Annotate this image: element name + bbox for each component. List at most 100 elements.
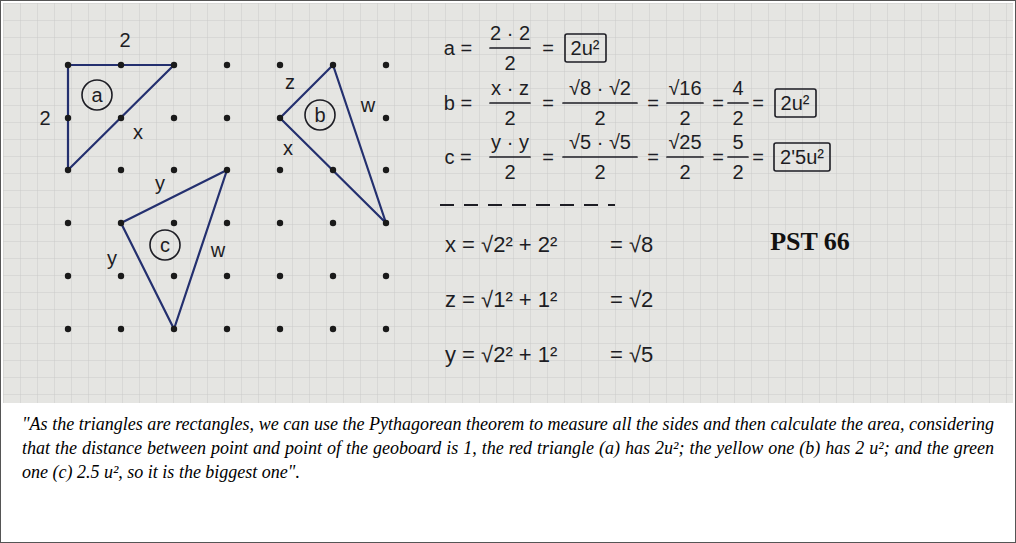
equation-term: a = <box>444 37 472 59</box>
equation-term: c = <box>444 146 471 168</box>
geoboard-dot <box>118 167 124 173</box>
geoboard-dot <box>65 115 71 121</box>
equation-term: 2 · 2 <box>490 22 530 44</box>
geoboard-dot <box>224 62 230 68</box>
equation-term: 2 <box>679 161 690 183</box>
boxed-result: 2'5u² <box>773 142 831 172</box>
geoboard-dot <box>330 167 336 173</box>
side-label: y <box>155 172 165 194</box>
geoboard-dot <box>277 220 283 226</box>
geoboard-dot <box>277 115 283 121</box>
node-text: b <box>314 104 325 126</box>
geoboard-dot <box>383 326 389 332</box>
geoboard-dot <box>171 273 177 279</box>
circled-letter: b <box>304 99 336 131</box>
equation-term: = √5 <box>610 343 653 367</box>
equation-term: b = <box>444 92 472 114</box>
node-text: a <box>91 84 102 106</box>
geoboard-dot <box>171 115 177 121</box>
box-outline-shape <box>774 143 830 171</box>
equation-term: = <box>712 146 724 168</box>
grid-paper <box>3 3 1013 403</box>
grid-lines <box>3 3 1013 403</box>
equation-term: = <box>752 146 764 168</box>
fraction-bar <box>728 102 748 104</box>
box-outline-shape <box>775 89 816 117</box>
triangle-b <box>280 65 386 223</box>
boxed-result: 2u² <box>774 88 817 118</box>
geoboard-dot <box>118 62 124 68</box>
geoboard-dot <box>383 62 389 68</box>
fraction-bar <box>490 156 530 158</box>
node-text: 2'5u² <box>780 146 824 168</box>
fraction-bar <box>667 102 703 104</box>
geoboard-dot <box>330 62 336 68</box>
equation-term: √5 · √5 <box>569 131 631 153</box>
circle-outline-shape <box>150 230 180 260</box>
fraction-bar <box>490 102 530 104</box>
boxed-result: 2u² <box>564 33 607 63</box>
equation-term: = <box>647 146 659 168</box>
equation-term: √8 · √2 <box>569 77 631 99</box>
node-text: 2u² <box>571 37 600 59</box>
geoboard-dot <box>118 326 124 332</box>
geoboard-dot <box>171 220 177 226</box>
geoboard-dot <box>171 167 177 173</box>
fraction-bar <box>667 156 703 158</box>
circled-letter: c <box>149 229 181 261</box>
geoboard-dot <box>383 220 389 226</box>
side-label: w <box>211 239 225 261</box>
geoboard-dot <box>383 115 389 121</box>
node-text: c <box>160 234 170 256</box>
geoboard-dot <box>383 273 389 279</box>
geoboard-dot <box>277 62 283 68</box>
side-label: y <box>107 247 117 269</box>
geoboard-dot <box>65 62 71 68</box>
fraction-bar <box>563 102 637 104</box>
geoboard-dot <box>330 273 336 279</box>
geoboard-dot <box>277 273 283 279</box>
equation-term: √25 <box>668 131 701 153</box>
equation-term: = √8 <box>610 233 653 257</box>
participant-id: PST 66 <box>770 228 850 257</box>
box-outline-shape <box>565 34 606 62</box>
geoboard-dot <box>224 167 230 173</box>
equation-term: = <box>752 92 764 114</box>
geoboard-dot <box>118 220 124 226</box>
triangle-a <box>68 65 174 170</box>
equation-term: = <box>542 37 554 59</box>
equation-term: 2 <box>504 52 515 74</box>
circle-outline-shape <box>305 100 335 130</box>
circle-outline-shape <box>82 80 112 110</box>
dashed-separator <box>440 204 615 206</box>
node-text: 2u² <box>781 92 810 114</box>
geoboard-dot <box>224 115 230 121</box>
equation-term: 2 <box>732 107 743 129</box>
equation-term: 2 <box>594 161 605 183</box>
equation-term: y · y <box>491 131 529 153</box>
side-label: 2 <box>39 107 50 129</box>
fraction-bar <box>728 156 748 158</box>
geoboard-dot <box>277 167 283 173</box>
side-label: z <box>285 71 295 93</box>
circled-letter: a <box>81 79 113 111</box>
equation-term: x = √2² + 2² <box>445 233 557 257</box>
equation-term: √16 <box>668 77 701 99</box>
geoboard-dot <box>65 167 71 173</box>
geoboard-dot <box>383 167 389 173</box>
geoboard-dot <box>224 326 230 332</box>
geoboard-dot <box>330 220 336 226</box>
fraction-bar <box>563 156 637 158</box>
equation-term: 2 <box>732 161 743 183</box>
geoboard-dot <box>65 326 71 332</box>
geoboard-dot <box>171 326 177 332</box>
equation-term: = √2 <box>610 288 653 312</box>
triangle-c <box>121 170 227 329</box>
figure-caption: "As the triangles are rectangles, we can… <box>22 413 994 484</box>
geoboard-dot <box>65 273 71 279</box>
equation-term: 5 <box>732 131 743 153</box>
side-label: 2 <box>119 29 130 51</box>
side-label: w <box>361 94 375 116</box>
side-label: x <box>283 137 293 159</box>
